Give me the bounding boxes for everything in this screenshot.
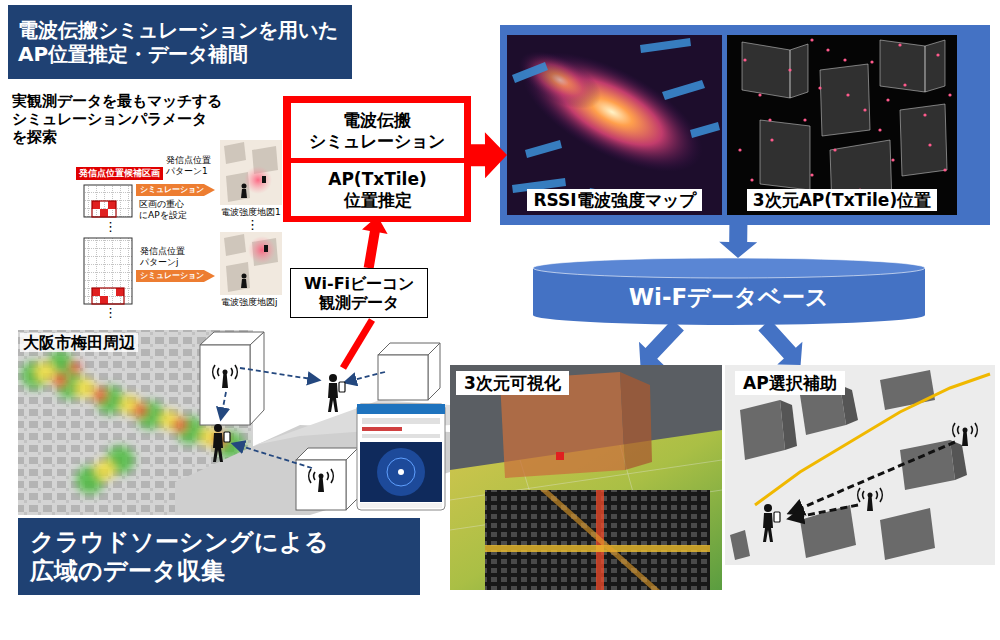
image-panel: 3次元AP(TxTile)位置 [727,35,957,215]
text-label: AP選択補助 [735,371,845,395]
label-holder: 電波強度地図j [221,297,278,308]
block-arrow [464,132,507,178]
label-holder: 大阪市梅田周辺 [20,333,138,352]
image-panel: AP選択補助 [725,365,995,565]
process-box: AP(TxTile) 位置推定 [291,163,464,216]
title-band: 電波伝搬シミュレーションを用いた AP位置推定・データ補間 [8,5,352,79]
image-panel: 3次元可視化 [450,365,722,590]
block-arrow [719,215,757,258]
text-label: 区画の重心 にAPを設定 [139,199,191,221]
block-arrow [639,320,684,366]
label-holder: 区画の重心 にAPを設定 [139,199,191,221]
text-label: AP(TxTile) 位置推定 [324,169,431,210]
label-holder: ⋮ [246,217,259,233]
text-label: 大阪市梅田周辺 [20,333,138,352]
text-label: クラウドソーシングによる 広域のデータ収集 [30,528,330,586]
label-holder: 実観測データを最もマッチする シミュレーションパラメータ を探索 [12,92,225,146]
text-label: 3次元AP(TxTile)位置 [747,189,937,211]
text-label: シミュレーション [140,271,204,281]
database-cylinder: Wi-Fデータベース [533,258,925,325]
text-label: 実観測データを最もマッチする シミュレーションパラメータ を探索 [12,92,225,146]
block-arrow [758,320,802,365]
text-label: Wi-Fデータベース [629,284,830,312]
text-label: 電波強度地図1 [221,207,281,218]
text-label: RSSI電波強度マップ [527,189,701,211]
text-label: 電波伝搬 シミュレーション [308,110,447,151]
label-holder: 電波強度地図1 [221,207,281,218]
text-label: ⋮ [246,217,259,233]
text-label: 発信点位置 パターンj [140,246,192,268]
text-label: 3次元可視化 [456,371,569,395]
text-label: シミュレーション [140,185,204,195]
text-label: ⋮ [104,219,117,235]
label-holder: ⋮ [104,305,117,321]
data-box: Wi-Fiビーコン 観測データ [290,268,428,318]
text-label: ⋮ [104,305,117,321]
label-holder: 発信点位置 パターン1 [166,155,218,177]
process-box: 電波伝搬 シミュレーション [291,103,464,158]
block-arrow [362,216,388,269]
text-label: 発信点位置候補区画 [79,168,160,179]
arrow-shape: シミュレーション [136,270,215,282]
tag-box: 発信点位置候補区画 [76,167,163,180]
text-label: 電波強度地図j [221,297,278,308]
arrow-shape: シミュレーション [136,184,215,196]
text-label: 電波伝搬シミュレーションを用いた AP位置推定・データ補間 [18,18,342,66]
image-panel: RSSI電波強度マップ [507,35,722,215]
caption-band: クラウドソーシングによる 広域のデータ収集 [18,518,420,595]
text-label: 発信点位置 パターン1 [166,155,218,177]
text-label: Wi-Fiビーコン 観測データ [301,274,418,312]
label-holder: ⋮ [104,219,117,235]
label-holder: 発信点位置 パターンj [140,246,192,268]
